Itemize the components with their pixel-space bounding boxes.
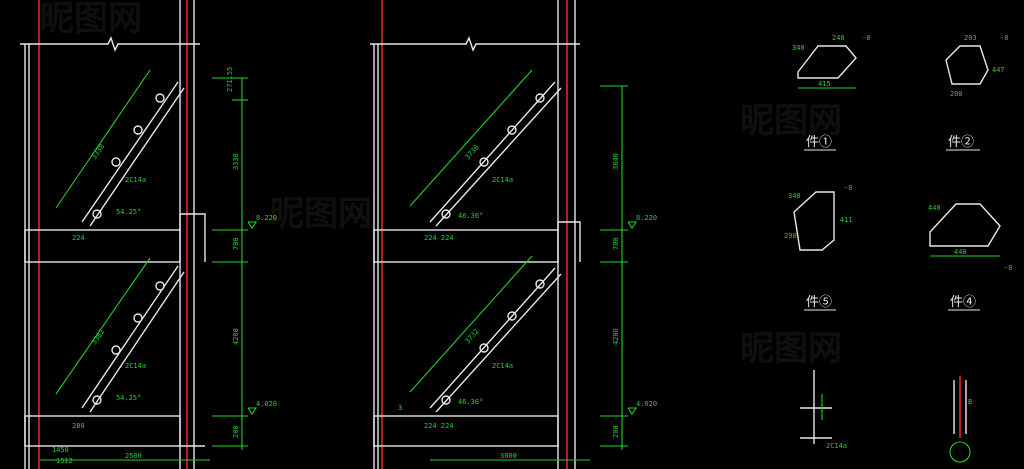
svg-text:203: 203 <box>964 34 977 42</box>
svg-text:340: 340 <box>788 192 801 200</box>
svg-text:-8: -8 <box>844 184 852 192</box>
svg-text:昵图网: 昵图网 <box>740 329 842 369</box>
svg-text:224 224: 224 224 <box>424 422 454 430</box>
part-2: 203 447 200 -8 件② <box>945 34 1008 151</box>
svg-text:3338: 3338 <box>232 153 240 170</box>
part-label-2: 件② <box>948 135 974 150</box>
part-5: 340 411 290 -8 件⑤ <box>784 184 853 311</box>
break-line <box>20 36 200 52</box>
part-label-5: 件⑤ <box>806 295 832 310</box>
svg-text:昵图网: 昵图网 <box>270 194 372 234</box>
landing-lower <box>24 415 181 447</box>
svg-text:440: 440 <box>928 204 941 212</box>
watermark: 昵图网 <box>40 0 142 39</box>
svg-text:4200: 4200 <box>232 328 240 345</box>
detail-section-b: B <box>949 376 972 463</box>
svg-text:B: B <box>968 398 972 406</box>
slope-length-lower: 3382 <box>90 328 106 346</box>
svg-text:700: 700 <box>612 237 620 250</box>
stringer-label-upper: 2C14a <box>125 176 146 184</box>
part-label-4: 件④ <box>950 295 976 310</box>
svg-text:1450: 1450 <box>52 446 69 454</box>
slope-length-upper: 3338 <box>90 143 106 161</box>
bolt-markers <box>92 93 165 405</box>
svg-text:340: 340 <box>792 44 805 52</box>
svg-text:280: 280 <box>72 422 85 430</box>
part-label-1: 件① <box>806 135 832 150</box>
svg-text:46.36°: 46.36° <box>458 398 483 406</box>
svg-text:271.55: 271.55 <box>226 67 234 92</box>
svg-text:3: 3 <box>398 404 402 412</box>
svg-text:昵图网: 昵图网 <box>740 101 842 141</box>
left-stair-section: 3338 3382 2C14a 2C14a 54.25° 54.25° 271.… <box>20 0 277 469</box>
angle-lower: 54.25° <box>116 394 141 402</box>
plate-shape-5 <box>793 191 835 251</box>
svg-text:200: 200 <box>232 425 240 438</box>
svg-text:240: 240 <box>832 34 845 42</box>
svg-text:3000: 3000 <box>500 452 517 460</box>
stringer-upper <box>81 81 179 223</box>
landing-upper-right <box>373 229 559 263</box>
svg-text:-8: -8 <box>862 34 870 42</box>
svg-text:8.220: 8.220 <box>636 214 657 222</box>
bottom-width: 2500 <box>125 452 142 460</box>
slope-length-upper-right: 3730 <box>464 143 481 161</box>
stringer-label-lower: 2C14a <box>125 362 146 370</box>
right-stair-section: 3730 3732 2C14a 2C14a 46.36° 46.36° 3840… <box>370 0 657 469</box>
svg-text:200: 200 <box>950 90 963 98</box>
angle-upper: 54.25° <box>116 208 141 216</box>
plate-shape-2 <box>945 45 989 85</box>
landing-lower-right <box>373 415 559 447</box>
slope-dim-upper <box>55 69 151 209</box>
svg-text:224 224: 224 224 <box>424 234 454 242</box>
slope-dim-lower <box>55 257 151 395</box>
svg-text:415: 415 <box>818 80 831 88</box>
svg-text:200: 200 <box>612 425 620 438</box>
svg-text:411: 411 <box>840 216 853 224</box>
svg-text:2C14a: 2C14a <box>492 362 513 370</box>
svg-text:2C14a: 2C14a <box>492 176 513 184</box>
detail-circle <box>949 441 971 463</box>
bolt-markers-right <box>441 93 545 405</box>
svg-text:-8: -8 <box>1004 264 1012 272</box>
level-upper: 8.220 <box>256 214 277 222</box>
svg-text:224: 224 <box>72 234 85 242</box>
plate-shape-4 <box>929 203 1001 247</box>
svg-text:1512: 1512 <box>56 457 73 465</box>
svg-text:447: 447 <box>992 66 1005 74</box>
svg-text:4.020: 4.020 <box>636 400 657 408</box>
svg-text:290: 290 <box>784 232 797 240</box>
part-4: 440 440 -8 件④ <box>928 203 1012 311</box>
svg-text:3840: 3840 <box>612 153 620 170</box>
landing-upper <box>24 229 181 263</box>
level-lower: 4.020 <box>256 400 277 408</box>
svg-text:46.36°: 46.36° <box>458 212 483 220</box>
svg-text:4200: 4200 <box>612 328 620 345</box>
part-1: 415 340 240 -8 件① <box>792 34 870 151</box>
svg-text:-8: -8 <box>1000 34 1008 42</box>
svg-text:440: 440 <box>954 248 967 256</box>
plate-shape-1 <box>797 45 857 79</box>
svg-text:700: 700 <box>232 237 240 250</box>
svg-text:2C14a: 2C14a <box>826 442 847 450</box>
detail-section-a: 2C14a <box>800 370 847 450</box>
